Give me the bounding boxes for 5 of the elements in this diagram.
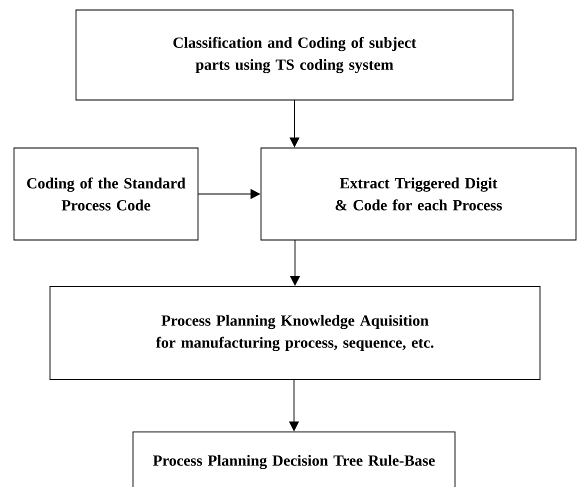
process-box: Coding of the Standard Process Code bbox=[14, 148, 198, 240]
process-box: Process Planning Decision Tree Rule-Base bbox=[132, 432, 456, 487]
process-box: Classification and Coding of subject parts using TS coding system bbox=[76, 10, 514, 100]
process-box: Extract Triggered Digit & Code for each Process bbox=[260, 148, 576, 240]
process-box: Process Planning Knowledge Aquisition for manufacturing process, sequence, etc. bbox=[50, 286, 540, 380]
